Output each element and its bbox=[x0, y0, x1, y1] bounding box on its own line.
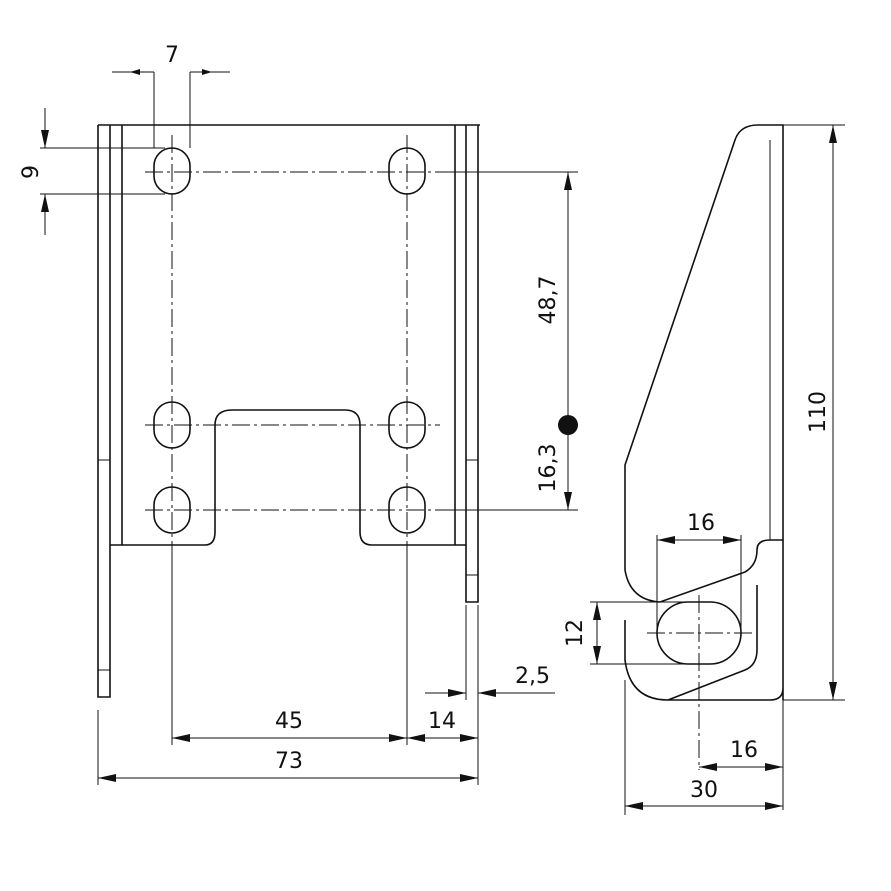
dim-upper-spacing: 48,7 bbox=[536, 276, 561, 325]
dim-hole-width: 7 bbox=[165, 43, 179, 68]
side-dimensions: 16 12 110 16 30 bbox=[563, 124, 845, 815]
side-view bbox=[624, 124, 784, 770]
dim-side-offset: 16 bbox=[730, 738, 758, 763]
dim-hole-height: 9 bbox=[19, 165, 44, 179]
front-view bbox=[97, 124, 480, 698]
dim-overall-width: 73 bbox=[275, 749, 303, 774]
reference-point bbox=[558, 415, 578, 435]
dim-slot-height: 12 bbox=[563, 619, 588, 647]
dim-slot-length: 16 bbox=[687, 511, 715, 536]
dim-side-depth: 30 bbox=[690, 778, 718, 803]
dim-overall-height: 110 bbox=[806, 391, 831, 433]
dim-lower-spacing: 16,3 bbox=[536, 444, 561, 493]
mounting-holes bbox=[153, 147, 426, 534]
dim-thickness: 2,5 bbox=[515, 664, 550, 689]
dim-edge-to-hole: 14 bbox=[428, 709, 456, 734]
front-dimensions: 7 9 48,7 16,3 45 14 2,5 73 bbox=[19, 43, 578, 785]
dim-hole-spacing: 45 bbox=[275, 709, 303, 734]
